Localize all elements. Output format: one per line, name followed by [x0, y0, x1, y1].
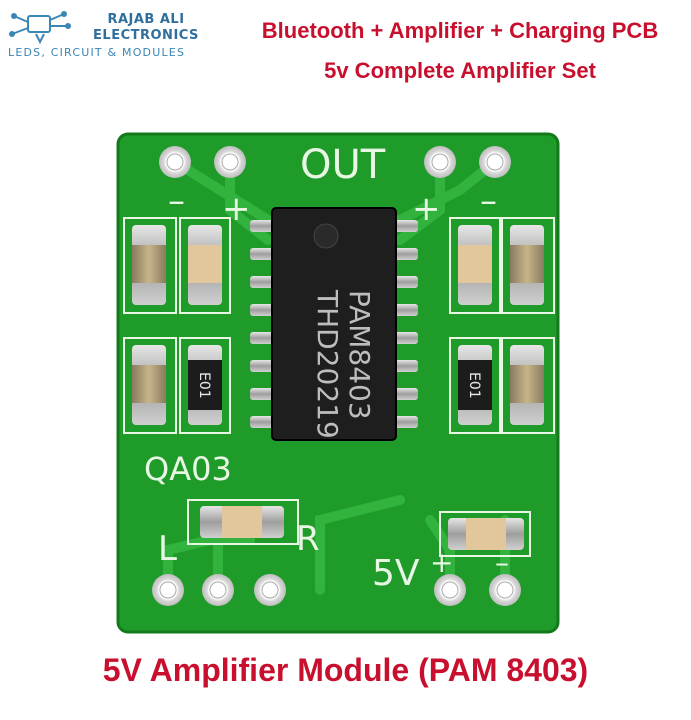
capacitors-bottom [200, 506, 524, 550]
board-code-label: QA03 [144, 450, 232, 488]
resistor-right: E01 [458, 345, 492, 425]
minus-left-label: – [168, 181, 185, 221]
chip-label-line2: THD20219 [311, 289, 344, 439]
circuit-chip-icon [9, 11, 71, 44]
resistor-left-code: E01 [196, 372, 212, 399]
left-channel-label: L [158, 529, 177, 569]
pam8403-chip: PAM8403 THD20219 [271, 207, 397, 441]
out-label: OUT [300, 142, 386, 188]
power-plus-label: + [430, 546, 453, 579]
power-label: 5V [372, 553, 420, 594]
capacitors-right [458, 225, 544, 425]
title-line1: Bluetooth + Amplifier + Charging PCB [261, 18, 659, 43]
right-channel-label: R [296, 519, 320, 559]
plus-left-label: + [222, 189, 251, 229]
resistor-left: E01 [188, 345, 222, 425]
brand-logo: RAJAB ALI ELECTRONICS LEDS, CIRCUIT & MO… [6, 6, 226, 62]
minus-right-label: – [480, 181, 497, 221]
power-minus-label: – [495, 546, 509, 579]
brand-tagline: LEDS, CIRCUIT & MODULES [8, 46, 186, 59]
input-pads [152, 574, 521, 606]
capacitors-left [132, 225, 222, 425]
chip-pins [250, 220, 418, 428]
chip-label-line1: PAM8403 [343, 290, 376, 420]
title-line2: 5v Complete Amplifier Set [324, 58, 596, 83]
brand-name-line2: ELECTRONICS [93, 28, 199, 43]
caption: 5V Amplifier Module (PAM 8403) [102, 652, 589, 688]
output-pads [159, 146, 511, 178]
brand-name-line1: RAJAB ALI [107, 12, 185, 27]
brand-name: RAJAB ALI ELECTRONICS [86, 12, 206, 44]
pcb-board: OUT – + + – QA03 L R 5V + – E01 [116, 132, 560, 634]
resistor-right-code: E01 [466, 372, 482, 399]
